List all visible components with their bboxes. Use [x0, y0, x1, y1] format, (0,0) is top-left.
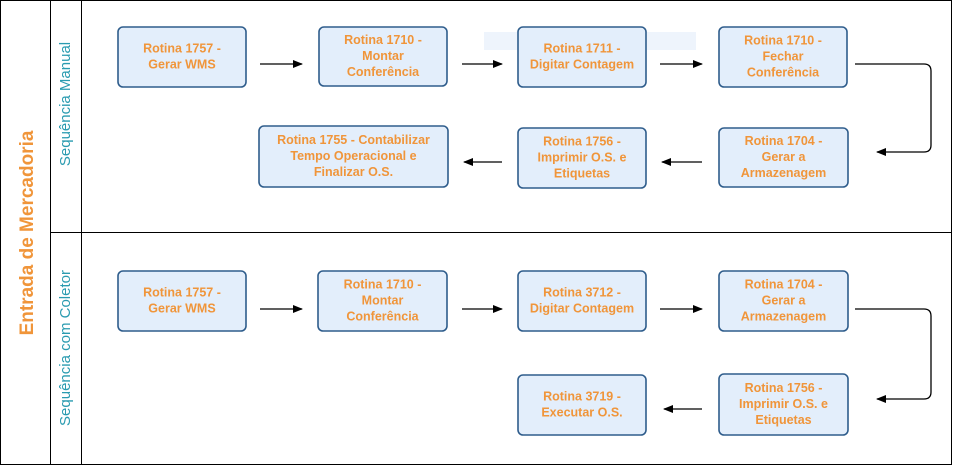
process-box-shape [718, 26, 848, 88]
process-box-shape [517, 374, 647, 436]
process-box: Rotina 1757 - Gerar WMS [117, 26, 247, 88]
lane-title-manual: Sequência Manual [57, 42, 74, 166]
process-box: Rotina 1756 - Imprimir O.S. e Etiquetas [718, 373, 849, 436]
lane-title-coletor: Sequência com Coletor [57, 270, 74, 426]
process-box-label: Gerar a [762, 293, 807, 307]
process-box-label: Montar [362, 293, 404, 307]
process-box-label: Rotina 1757 - [143, 41, 221, 55]
process-box-label: Rotina 1756 - [745, 381, 823, 395]
process-box-label: Gerar WMS [148, 301, 215, 315]
process-box-label: Rotina 1755 - Contabilizar [277, 133, 430, 147]
process-box-label: Gerar a [762, 150, 807, 164]
process-box: Rotina 1704 - Gerar a Armazenagem [718, 270, 849, 332]
process-box-label: Rotina 1757 - [143, 285, 221, 299]
flow-connector [855, 63, 932, 156]
process-box-label: Digitar Contagem [530, 57, 634, 71]
process-box-shape [718, 270, 849, 332]
process-box-shape [517, 127, 647, 189]
process-box: Rotina 3719 - Executar O.S. [517, 374, 647, 436]
process-box-label: Rotina 3712 - [543, 285, 621, 299]
flow-connector [855, 308, 932, 403]
process-box-label: Montar [362, 49, 404, 63]
process-box-label: Rotina 3719 - [543, 389, 621, 403]
process-box-label: Digitar Contagem [530, 301, 634, 315]
process-box-label: Armazenagem [741, 166, 826, 180]
process-box-shape [117, 26, 247, 88]
process-box-shape [517, 26, 647, 88]
process-box-label: Conferência [346, 309, 419, 323]
process-box-shape [117, 270, 247, 332]
process-box-label: Tempo Operacional e [290, 149, 416, 163]
process-box-label: Rotina 1710 - [744, 33, 822, 47]
process-box-shape [517, 270, 647, 332]
process-box-label: Gerar WMS [148, 57, 215, 71]
process-box-shape [317, 270, 448, 332]
process-box-label: Rotina 1704 - [745, 134, 823, 148]
process-box-label: Fechar [763, 49, 804, 63]
process-box: Rotina 1756 - Imprimir O.S. e Etiquetas [517, 127, 647, 189]
process-box-label: Rotina 1756 - [543, 134, 621, 148]
process-box-label: Conferência [347, 65, 420, 79]
process-box-label: Imprimir O.S. e [739, 397, 828, 411]
process-box-label: Conferência [747, 65, 820, 79]
process-box-shape [718, 127, 849, 188]
process-box-label: Rotina 1704 - [745, 277, 823, 291]
process-box-label: Armazenagem [741, 309, 826, 323]
process-box-label: Executar O.S. [541, 405, 622, 419]
process-box-label: Rotina 1711 - [543, 41, 620, 55]
process-box-shape [258, 125, 449, 188]
process-box-label: Rotina 1710 - [344, 277, 422, 291]
process-box-label: Finalizar O.S. [314, 165, 393, 179]
process-box-label: Rotina 1710 - [344, 33, 422, 47]
pool-title: Entrada de Mercadoria [17, 130, 38, 335]
process-box-label: Etiquetas [755, 413, 811, 427]
process-box: Rotina 1757 - Gerar WMS [117, 270, 247, 332]
process-box: Rotina 3712 - Digitar Contagem [517, 270, 647, 332]
process-box: Rotina 1711 - Digitar Contagem [517, 26, 647, 88]
process-box-shape [318, 26, 448, 87]
process-box: Rotina 1704 - Gerar a Armazenagem [718, 127, 849, 188]
process-box-label: Etiquetas [554, 166, 610, 180]
process-box-label: Imprimir O.S. e [538, 150, 627, 164]
process-box-shape [718, 373, 849, 436]
